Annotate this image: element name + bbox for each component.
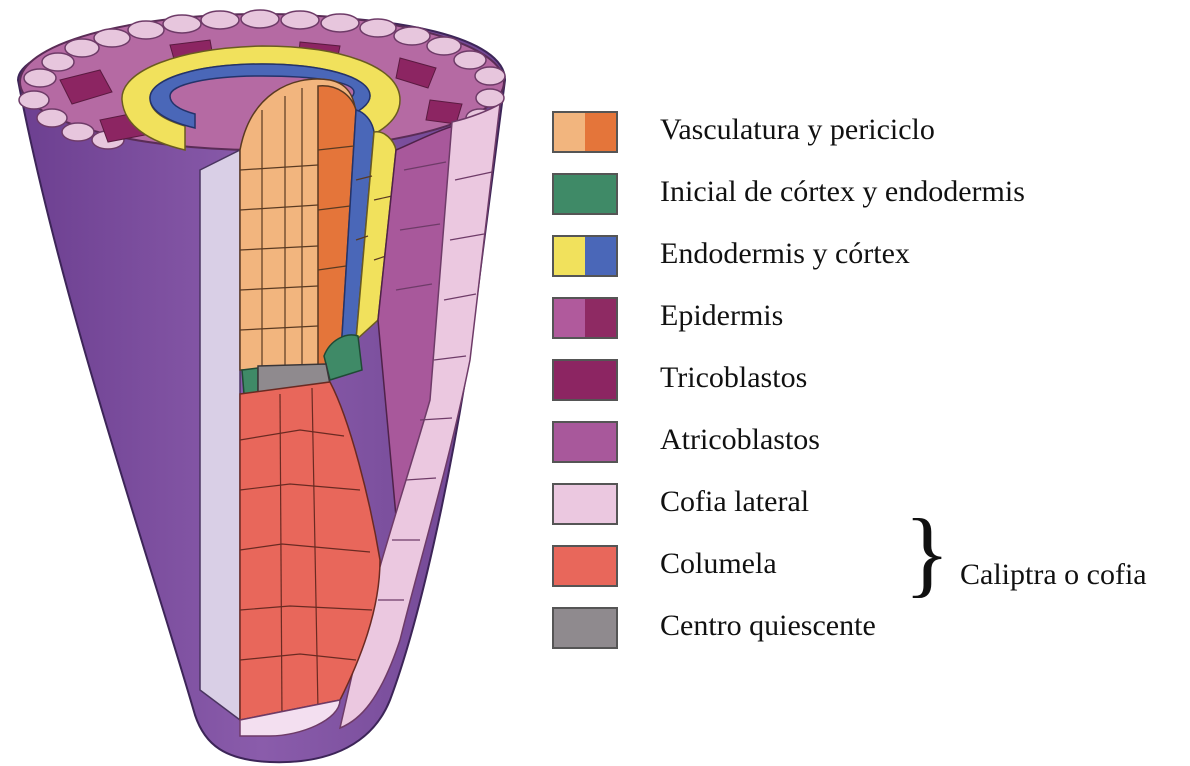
legend-item: Tricoblastos: [548, 356, 1108, 406]
cortex-endodermis-initial-left: [242, 368, 258, 394]
caliptra-brace: }: [904, 505, 950, 601]
cut-face-shadow: [200, 150, 240, 720]
root-tip-illustration: [0, 0, 640, 766]
legend-swatch: [552, 545, 618, 587]
legend-item: Vasculatura y periciclo: [548, 108, 1108, 158]
legend-item: Epidermis: [548, 294, 1108, 344]
legend-label: Centro quiescente: [660, 604, 876, 648]
legend-label: Inicial de córtex y endodermis: [660, 170, 1025, 214]
legend-label: Epidermis: [660, 294, 783, 338]
legend-item: Atricoblastos: [548, 418, 1108, 468]
legend-label: Atricoblastos: [660, 418, 820, 462]
legend-swatch: [552, 297, 618, 339]
legend-swatch: [552, 483, 618, 525]
legend-label: Cofia lateral: [660, 480, 809, 524]
legend-item: Inicial de córtex y endodermis: [548, 170, 1108, 220]
legend-swatch: [552, 359, 618, 401]
legend-item: Centro quiescente: [548, 604, 1108, 654]
legend-label: Tricoblastos: [660, 356, 807, 400]
legend-swatch: [552, 235, 618, 277]
legend-label: Endodermis y córtex: [660, 232, 910, 276]
legend-swatch: [552, 173, 618, 215]
legend-swatch: [552, 421, 618, 463]
legend-label: Vasculatura y periciclo: [660, 108, 935, 152]
caliptra-label: Caliptra o cofia: [960, 553, 1147, 597]
legend-swatch: [552, 111, 618, 153]
legend-label: Columela: [660, 542, 777, 586]
legend-item: Endodermis y córtex: [548, 232, 1108, 282]
legend-item: Cofia lateral: [548, 480, 1108, 530]
legend-swatch: [552, 607, 618, 649]
